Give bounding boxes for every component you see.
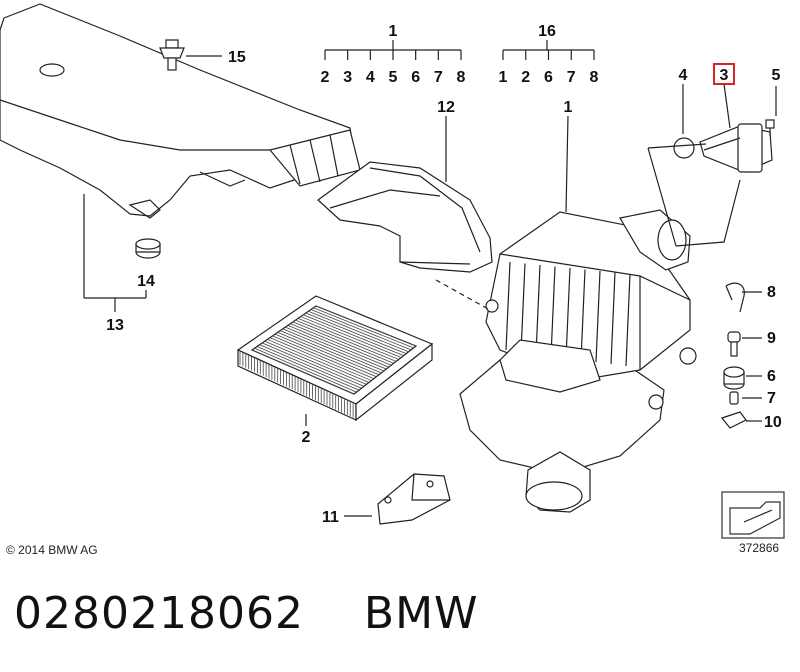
group-16-sub-1: 1 bbox=[499, 69, 508, 86]
callout-10: 10 bbox=[764, 414, 782, 431]
brand-name: BMW bbox=[363, 588, 479, 639]
callout-11: 11 bbox=[322, 509, 339, 526]
group-16-sub-8: 8 bbox=[590, 69, 599, 86]
bolt-9 bbox=[727, 331, 741, 357]
callout-15: 15 bbox=[228, 49, 246, 66]
bolt-15 bbox=[159, 39, 185, 71]
air-filter-housing bbox=[435, 209, 697, 513]
air-filter bbox=[236, 295, 434, 422]
figure-number: 372866 bbox=[739, 541, 779, 555]
part-number: 0280218062 bbox=[14, 588, 304, 639]
callout-1: 1 bbox=[564, 99, 573, 116]
group-1-sub-6: 6 bbox=[411, 69, 420, 86]
callout-13: 13 bbox=[106, 317, 124, 334]
callout-5: 5 bbox=[772, 67, 781, 84]
part-caption: 0280218062 BMW bbox=[14, 588, 479, 639]
group-1-sub-8: 8 bbox=[457, 69, 466, 86]
callout-3: 3 bbox=[720, 67, 729, 84]
callout-8: 8 bbox=[767, 284, 776, 301]
seal-ring bbox=[673, 137, 695, 159]
sleeve-7 bbox=[729, 391, 739, 405]
intake-duct bbox=[0, 3, 361, 219]
callout-4: 4 bbox=[679, 67, 688, 84]
group-16-sub-6: 6 bbox=[544, 69, 553, 86]
callout-3-highlight-box bbox=[713, 63, 735, 85]
callout-14: 14 bbox=[137, 273, 155, 290]
screw bbox=[765, 119, 775, 136]
clip-8 bbox=[725, 282, 745, 313]
leader-lines bbox=[83, 55, 777, 517]
callout-9: 9 bbox=[767, 330, 776, 347]
group-16-label: 16 bbox=[538, 23, 556, 40]
air-mass-meter bbox=[647, 123, 773, 247]
group-16-sub-7: 7 bbox=[567, 69, 576, 86]
group-16-sub-2: 2 bbox=[521, 69, 530, 86]
grommet-14 bbox=[135, 238, 161, 259]
nut-10 bbox=[720, 411, 747, 429]
group-1-sub-5: 5 bbox=[389, 69, 398, 86]
callout-12: 12 bbox=[437, 99, 455, 116]
group-1-sub-4: 4 bbox=[366, 69, 375, 86]
figure-frame bbox=[721, 491, 785, 539]
callout-7: 7 bbox=[767, 390, 776, 407]
duct-section bbox=[317, 161, 493, 273]
group-1-sub-3: 3 bbox=[343, 69, 352, 86]
group-1-sub-2: 2 bbox=[321, 69, 330, 86]
group-1-label: 1 bbox=[389, 23, 398, 40]
group-1-sub-7: 7 bbox=[434, 69, 443, 86]
callout-2: 2 bbox=[302, 429, 311, 446]
copyright-text: © 2014 BMW AG bbox=[6, 543, 98, 557]
rubber-mount-6 bbox=[723, 366, 745, 390]
callout-6: 6 bbox=[767, 368, 776, 385]
bracket-11 bbox=[377, 473, 451, 525]
